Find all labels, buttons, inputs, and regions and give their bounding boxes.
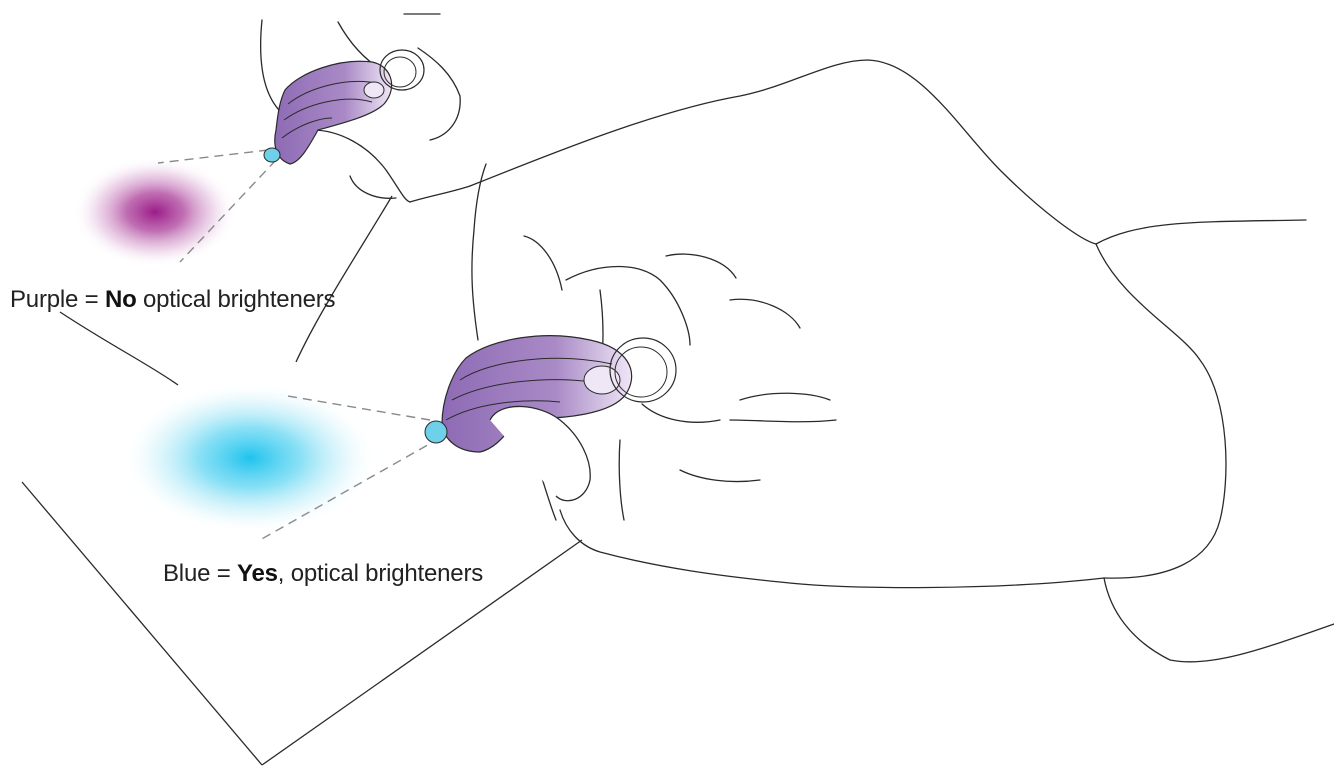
legend-no-color-word: Purple <box>10 286 78 313</box>
purple-glow-spot <box>73 157 237 267</box>
legend-yes-equals: = <box>217 560 231 587</box>
lower-thumb <box>490 406 590 500</box>
legend-yes-emphasis: Yes <box>237 560 278 587</box>
legend-no-optical-brighteners: Purple = No optical brighteners <box>10 286 335 314</box>
legend-yes-color-word: Blue <box>163 560 210 587</box>
legend-yes-optical-brighteners: Blue = Yes, optical brighteners <box>163 560 483 588</box>
legend-no-rest: optical brighteners <box>137 286 336 313</box>
legend-no-equals: = <box>85 286 99 313</box>
legend-no-emphasis: No <box>105 286 137 313</box>
legend-yes-rest: , optical brighteners <box>278 560 483 587</box>
uv-flashlight-top <box>264 50 424 164</box>
